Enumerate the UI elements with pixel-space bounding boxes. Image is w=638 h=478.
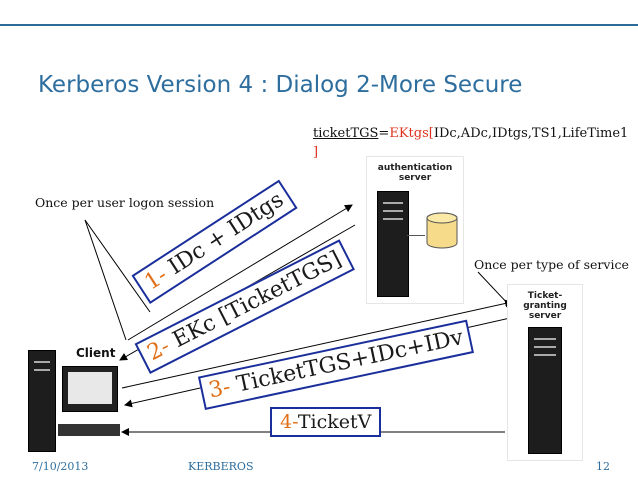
service-note-line-a xyxy=(477,271,511,307)
ticket-granting-server: Ticket-granting server xyxy=(507,284,583,461)
auth-server-tower xyxy=(377,191,409,297)
ticket-definition: ticketTGS=EKtgs[IDc,ADc,IDtgs,TS1,LifeTi… xyxy=(313,124,633,162)
client-keyboard xyxy=(58,424,120,436)
top-divider xyxy=(0,24,638,26)
ticket-name: ticketTGS xyxy=(313,126,379,141)
slide-title: Kerberos Version 4 : Dialog 2-More Secur… xyxy=(38,72,523,98)
ticket-contents: IDc,ADc,IDtgs,TS1,LifeTime1 xyxy=(433,126,629,141)
logon-note-line-a xyxy=(84,219,127,341)
message-4-label: 4-TicketV xyxy=(270,407,382,437)
note-type-of-service: Once per type of service xyxy=(474,257,629,272)
database-icon xyxy=(426,212,458,249)
note-logon-session: Once per user logon session xyxy=(35,195,215,210)
ticket-key: EKtgs xyxy=(389,126,429,141)
tgs-tower xyxy=(528,327,562,454)
arrow-client-to-tgs xyxy=(121,299,513,389)
auth-server-label-line1: authentication xyxy=(377,163,453,173)
arrow-client-to-auth xyxy=(127,204,353,341)
footer-page-number: 12 xyxy=(596,460,610,473)
authentication-server: authentication server xyxy=(366,156,464,304)
tgs-label: Ticket-granting server xyxy=(508,291,582,321)
client-tower xyxy=(28,350,56,452)
message-4-text: TicketV xyxy=(297,411,372,433)
client-label: Client xyxy=(76,346,116,360)
top-bar xyxy=(0,0,638,24)
ticket-open-bracket: [ xyxy=(428,126,434,141)
auth-server-label: authentication server xyxy=(367,163,463,183)
footer-date: 7/10/2013 xyxy=(32,460,89,473)
client-monitor xyxy=(62,366,118,412)
ticket-close-bracket: ] xyxy=(313,145,319,160)
tgs-label-line1: Ticket-granting xyxy=(523,291,567,311)
tgs-label-line2: server xyxy=(528,311,562,321)
message-4-num: 4- xyxy=(280,411,298,433)
client-computer: Client xyxy=(28,344,128,452)
logon-note-line-b xyxy=(84,219,151,313)
auth-server-label-line2: server xyxy=(398,173,432,183)
ticket-equals: = xyxy=(378,126,390,141)
footer-title: KERBEROS xyxy=(188,460,254,473)
